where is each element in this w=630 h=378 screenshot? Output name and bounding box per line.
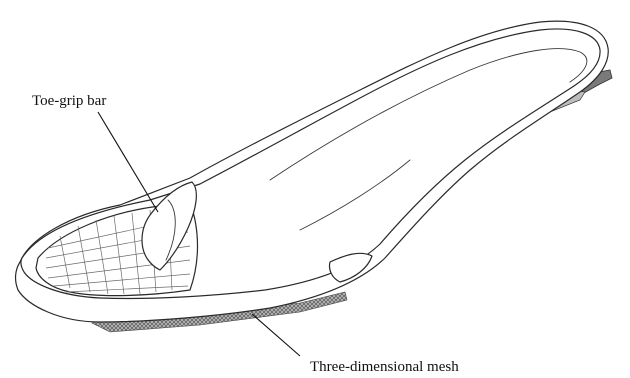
mesh-label: Three-dimensional mesh <box>310 359 459 375</box>
mesh-leader-line <box>252 314 300 356</box>
toe-grip-leader-line <box>98 112 158 212</box>
toe-grip-label: Toe-grip bar <box>32 93 106 109</box>
